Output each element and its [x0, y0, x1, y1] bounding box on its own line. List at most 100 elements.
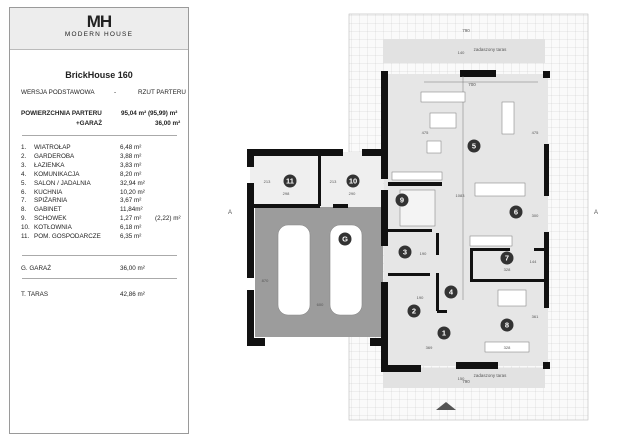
- room-name: SPIŻARNIA: [34, 197, 68, 205]
- dimension: 298: [283, 191, 290, 196]
- room-name: SALON / JADALNIA: [34, 179, 91, 187]
- terrace-area: 42,86 m²: [120, 291, 145, 298]
- room-marker: G: [338, 232, 352, 246]
- room-marker: 10: [346, 174, 360, 188]
- covered-terrace-label: zadaszony taras: [474, 47, 508, 52]
- area-label: POWIERZCHNIA PARTERU: [21, 110, 102, 117]
- garage-area: 36,00 m²: [120, 265, 145, 272]
- room-marker: 7: [500, 251, 514, 265]
- garage-add-label: +GARAŻ: [76, 120, 103, 127]
- covered-terrace-top: [383, 39, 545, 63]
- room-name: SCHOWEK: [34, 215, 67, 223]
- dimension: 328: [504, 267, 511, 272]
- room-marker: 9: [395, 193, 409, 207]
- room-no: 3.: [21, 161, 27, 169]
- cars: [277, 224, 363, 316]
- room-name: GABINET: [34, 206, 62, 214]
- svg-text:6: 6: [514, 208, 518, 217]
- room-area: 8,20 m²: [120, 170, 142, 178]
- area-value: 95,04 m² (95,99) m²: [121, 110, 178, 117]
- room-no: 6.: [21, 188, 27, 196]
- room-marker: 8: [500, 318, 514, 332]
- dimension: 328: [504, 345, 511, 350]
- version-sep: -: [114, 89, 117, 96]
- dimension: 1083: [456, 193, 466, 198]
- room-area: 11,84m²: [120, 206, 143, 214]
- dimension: 290: [349, 191, 356, 196]
- room-area: 1,27 m²: [120, 215, 142, 223]
- dimension: 700: [468, 82, 476, 87]
- room-marker: 11: [283, 174, 297, 188]
- room-marker: 3: [398, 245, 412, 259]
- room-name: KUCHNIA: [34, 188, 63, 196]
- divider: [22, 278, 177, 279]
- garage-add-value: 36,00 m²: [155, 120, 181, 127]
- room-area: 6,35 m²: [120, 233, 142, 240]
- dimension: 190: [417, 295, 424, 300]
- dimension: 361: [532, 314, 539, 319]
- dimension: 140: [458, 50, 465, 55]
- dimension: 144: [530, 259, 537, 264]
- room-name: KOTŁOWNIA: [34, 224, 72, 232]
- covered-terrace-label: zadaszony taras: [474, 373, 508, 378]
- divider: [22, 135, 177, 136]
- walls: [247, 70, 550, 372]
- room-area: 6,18 m²: [120, 224, 142, 232]
- room-marker: 1: [437, 326, 451, 340]
- brand-name: MODERN HOUSE: [64, 31, 134, 38]
- room-area: 3,88 m²: [120, 152, 142, 160]
- room-no: 2.: [21, 152, 27, 160]
- room-name: KOMUNIKACJA: [34, 170, 80, 178]
- room-marker: 2: [407, 304, 421, 318]
- dimension: 790: [462, 379, 470, 384]
- version-label: WERSJA PODSTAWOWA: [21, 89, 95, 96]
- covered-terrace-bottom: [383, 368, 545, 388]
- dimension: 600: [317, 302, 324, 307]
- dimension: 369: [426, 345, 433, 350]
- dimension: 190: [420, 251, 427, 256]
- room-no: 10.: [21, 224, 30, 232]
- room-area: 6,48 m²: [120, 144, 142, 151]
- room-no: 11.: [21, 233, 30, 240]
- brand-logo: MH: [86, 12, 112, 31]
- svg-text:8: 8: [505, 321, 509, 330]
- svg-text:10: 10: [349, 177, 357, 186]
- svg-text:G: G: [342, 235, 348, 244]
- dimension: 475: [422, 130, 429, 135]
- dimension: 300: [532, 213, 539, 218]
- dimension: 870: [262, 278, 269, 283]
- room-area: 3,83 m²: [120, 161, 142, 169]
- room-no: 9.: [21, 215, 27, 223]
- view-label: RZUT PARTERU: [138, 89, 186, 96]
- room-name: ŁAZIENKA: [34, 161, 65, 169]
- svg-text:4: 4: [449, 288, 454, 297]
- dimension: 213: [264, 179, 271, 184]
- divider: [22, 255, 177, 256]
- room-no: 1.: [21, 144, 27, 151]
- room-no: 7.: [21, 197, 27, 205]
- room-area: 32,94 m²: [120, 179, 145, 187]
- brand-header: MH MODERN HOUSE: [10, 8, 188, 50]
- room-extra: (2,22) m²: [155, 215, 181, 223]
- dimension: 213: [330, 179, 337, 184]
- garage-floor: [255, 207, 383, 337]
- room-no: 8.: [21, 206, 27, 214]
- section-marker-right: A: [594, 210, 598, 216]
- svg-text:3: 3: [403, 248, 407, 257]
- svg-text:11: 11: [286, 177, 294, 186]
- terrace-label: T. TARAS: [21, 291, 49, 298]
- room-name: GARDEROBA: [34, 152, 75, 160]
- room-no: 5.: [21, 179, 27, 187]
- svg-text:7: 7: [505, 254, 509, 263]
- utility-floor: [250, 152, 383, 207]
- entrance-arrow-icon: [436, 402, 456, 410]
- room-no: 4.: [21, 170, 27, 178]
- section-marker-left: A: [228, 210, 232, 216]
- project-title: BrickHouse 160: [65, 70, 133, 80]
- dimension: 790: [462, 28, 470, 33]
- room-marker: 6: [509, 205, 523, 219]
- svg-text:2: 2: [412, 307, 416, 316]
- svg-text:1: 1: [442, 329, 446, 338]
- room-name: POM. GOSPODARCZE: [34, 233, 101, 240]
